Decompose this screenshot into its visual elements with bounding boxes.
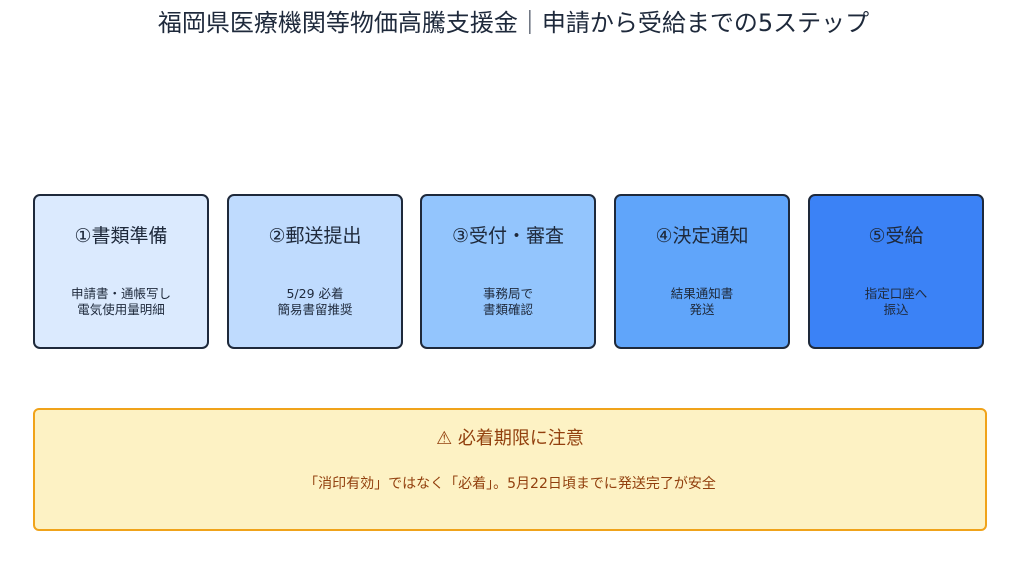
step-4-box: ④決定通知 結果通知書 発送: [614, 194, 790, 349]
step-1-desc-line-1: 申請書・通帳写し: [70, 286, 171, 301]
step-1-desc-line-2: 電気使用量明細: [77, 302, 165, 317]
step-2-box: ②郵送提出 5/29 必着 簡易書留推奨: [227, 194, 403, 349]
step-4-title: ④決定通知: [655, 225, 749, 247]
step-5-box: ⑤受給 指定口座へ 振込: [808, 194, 984, 349]
step-2-desc-line-2: 簡易書留推奨: [277, 302, 353, 317]
step-3-title: ③受付・審査: [451, 225, 565, 247]
step-1-box: ①書類準備 申請書・通帳写し 電気使用量明細: [33, 194, 209, 349]
step-3-box: ③受付・審査 事務局で 書類確認: [420, 194, 596, 349]
step-3-description: 事務局で 書類確認: [422, 286, 594, 318]
step-5-title: ⑤受給: [868, 225, 924, 247]
step-3-desc-line-1: 事務局で: [482, 286, 533, 301]
step-4-desc-line-2: 発送: [689, 302, 715, 317]
step-1-title: ①書類準備: [74, 225, 168, 247]
step-5-description: 指定口座へ 振込: [810, 286, 982, 318]
step-1-description: 申請書・通帳写し 電気使用量明細: [35, 286, 207, 318]
step-3-desc-line-2: 書類確認: [482, 302, 533, 317]
diagram-title: 福岡県医療機関等物価高騰支援金｜申請から受給までの5ステップ: [157, 9, 870, 37]
step-2-desc-line-1: 5/29 必着: [286, 286, 344, 301]
notice-title: ⚠ 必着期限に注意: [436, 428, 584, 449]
step-5-desc-line-1: 指定口座へ: [864, 286, 928, 301]
step-2-description: 5/29 必着 簡易書留推奨: [229, 286, 401, 318]
step-4-description: 結果通知書 発送: [616, 286, 788, 318]
deadline-notice-box: ⚠ 必着期限に注意 「消印有効」ではなく「必着」。5月22日頃までに発送完了が安…: [33, 408, 987, 531]
notice-body: 「消印有効」ではなく「必着」。5月22日頃までに発送完了が安全: [304, 476, 716, 492]
step-2-title: ②郵送提出: [268, 225, 362, 247]
step-4-desc-line-1: 結果通知書: [670, 286, 734, 301]
step-5-desc-line-2: 振込: [883, 302, 909, 317]
